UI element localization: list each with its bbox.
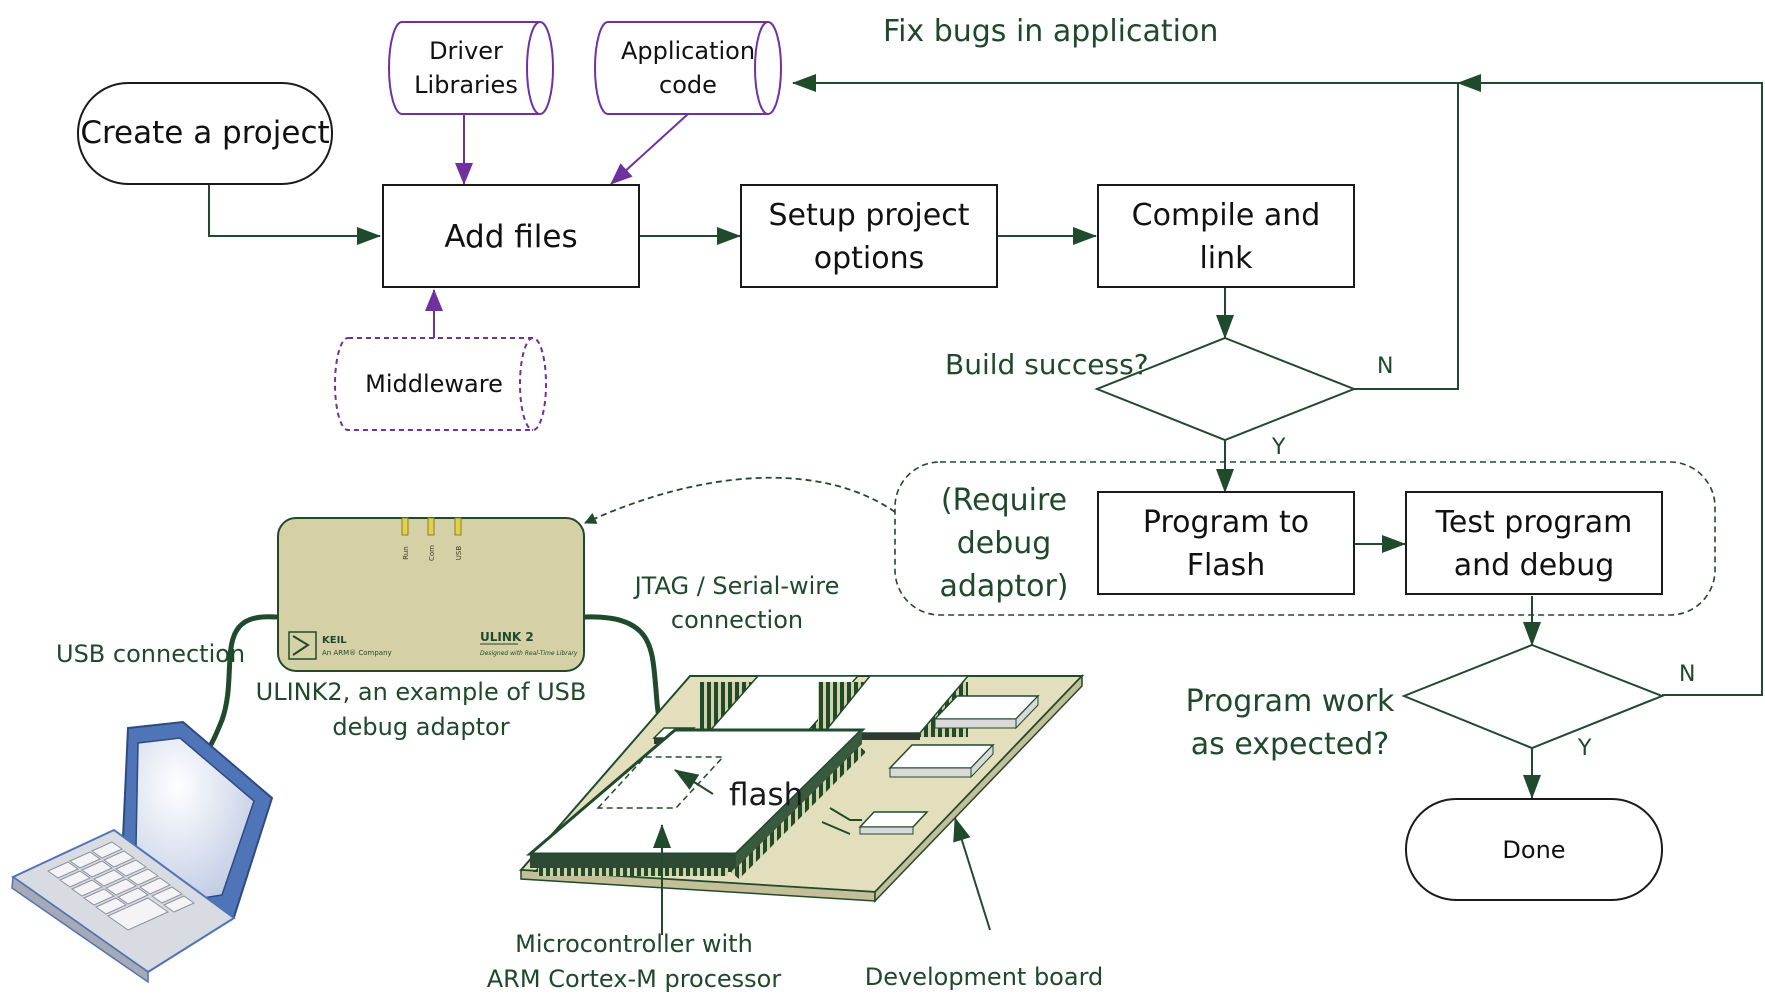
flash-label: flash <box>729 777 803 813</box>
board-small-chip-2 <box>888 743 995 779</box>
edge-app-to-add <box>610 113 689 185</box>
svg-text:Middleware: Middleware <box>365 370 503 398</box>
keil-logo: KEIL An ARM® Company <box>288 631 392 660</box>
jtag-cable <box>582 614 668 737</box>
jtag-label-2: connection <box>671 606 803 634</box>
hardware-labels: JTAG / Serial-wire connection USB connec… <box>56 572 1103 993</box>
work-question-label-2: as expected? <box>1191 727 1389 762</box>
ulink-label-2: debug adaptor <box>332 713 509 741</box>
flow-labels: Fix bugs in application Build success? N… <box>883 14 1695 762</box>
program-flash-node: Program to Flash <box>1097 491 1355 595</box>
jtag-label-1: JTAG / Serial-wire <box>633 572 840 600</box>
svg-text:Com: Com <box>428 545 436 561</box>
laptop <box>11 720 274 984</box>
svg-text:options: options <box>814 241 925 276</box>
debug-adaptor-region <box>894 461 1716 616</box>
svg-text:Done: Done <box>1502 836 1565 864</box>
application-code-node: Application code <box>594 21 782 115</box>
require-label-3: adaptor) <box>939 569 1068 604</box>
mcu-label-2: ARM Cortex-M processor <box>487 965 782 993</box>
svg-text:Libraries: Libraries <box>414 71 518 99</box>
fix-bugs-label: Fix bugs in application <box>883 14 1218 49</box>
edge-build-no-loop <box>1354 83 1459 390</box>
svg-text:and debug: and debug <box>1454 548 1615 583</box>
development-board: flash <box>518 674 1085 903</box>
svg-text:ULINK 2: ULINK 2 <box>480 630 534 644</box>
compile-link-node: Compile and link <box>1097 184 1355 288</box>
svg-text:Compile and: Compile and <box>1132 198 1321 233</box>
usb-label: USB connection <box>56 640 245 668</box>
svg-text:Driver: Driver <box>429 37 503 65</box>
svg-text:link: link <box>1199 241 1253 276</box>
build-yes-label: Y <box>1271 435 1286 460</box>
svg-text:Application: Application <box>621 37 755 65</box>
svg-text:Run: Run <box>402 546 410 559</box>
driver-libraries-node: Driver Libraries <box>388 21 554 115</box>
board-chip-right <box>818 675 970 740</box>
board-pointer <box>953 817 991 931</box>
svg-text:code: code <box>659 71 717 99</box>
work-no-label: N <box>1679 662 1695 687</box>
svg-text:Create a project: Create a project <box>80 115 329 151</box>
flash-region <box>596 756 725 809</box>
work-question-label-1: Program work <box>1186 684 1395 719</box>
create-project-node: Create a project <box>77 82 333 185</box>
board-trace <box>821 807 862 835</box>
setup-project-node: Setup project options <box>740 184 998 288</box>
require-label-2: debug <box>957 526 1052 561</box>
ulink2-model-label: ULINK 2 Designed with Real-Time Library <box>480 630 578 657</box>
board-small-chip-3 <box>858 811 929 835</box>
microcontroller-chip: flash <box>525 728 866 879</box>
hardware-pointers <box>653 817 991 935</box>
svg-text:Setup project: Setup project <box>769 198 970 233</box>
svg-text:USB: USB <box>455 546 463 561</box>
board-small-chip-1 <box>933 694 1040 730</box>
ulink2-adaptor: Run Com USB KEIL An ARM® Company ULINK 2… <box>277 517 585 672</box>
svg-text:Designed with Real-Time Librar: Designed with Real-Time Library <box>480 650 578 657</box>
mcu-label-1: Microcontroller with <box>515 930 753 958</box>
add-files-node: Add files <box>382 184 640 288</box>
edge-adaptor-link <box>584 476 896 524</box>
require-label-1: (Require <box>941 483 1067 518</box>
svg-text:Flash: Flash <box>1187 548 1266 583</box>
test-debug-node: Test program and debug <box>1405 491 1663 595</box>
svg-text:Add files: Add files <box>444 219 577 255</box>
program-work-decision <box>1401 643 1665 750</box>
laptop-keyboard-keys <box>46 841 196 931</box>
svg-text:KEIL: KEIL <box>322 635 347 646</box>
library-connectors <box>425 113 689 338</box>
build-no-label: N <box>1377 354 1393 379</box>
ulink-label-1: ULINK2, an example of USB <box>256 678 587 706</box>
edge-work-no-loop <box>1530 82 1763 696</box>
middleware-node: Middleware <box>334 337 547 431</box>
build-success-decision <box>1094 336 1357 442</box>
svg-text:Program to: Program to <box>1143 505 1309 540</box>
svg-text:Test program: Test program <box>1435 505 1633 540</box>
work-yes-label: Y <box>1577 736 1592 761</box>
dev-board-label: Development board <box>865 963 1104 991</box>
edge-create-to-add <box>208 184 381 245</box>
flow-connectors <box>208 74 1763 799</box>
build-success-label: Build success? <box>945 348 1149 381</box>
done-node: Done <box>1405 798 1663 901</box>
svg-text:An ARM® Company: An ARM® Company <box>322 649 392 657</box>
